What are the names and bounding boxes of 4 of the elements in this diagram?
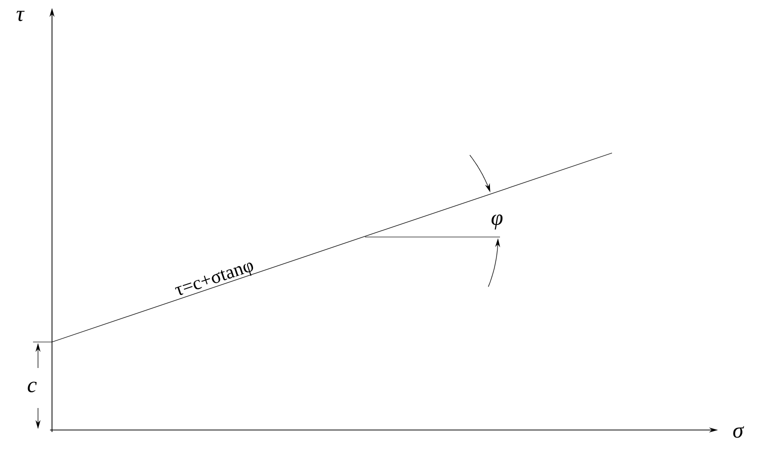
angle-label: φ — [492, 214, 502, 230]
axis-label: σ — [733, 426, 744, 438]
axis-label: τ — [16, 10, 25, 22]
dimension-label: c — [28, 382, 37, 392]
